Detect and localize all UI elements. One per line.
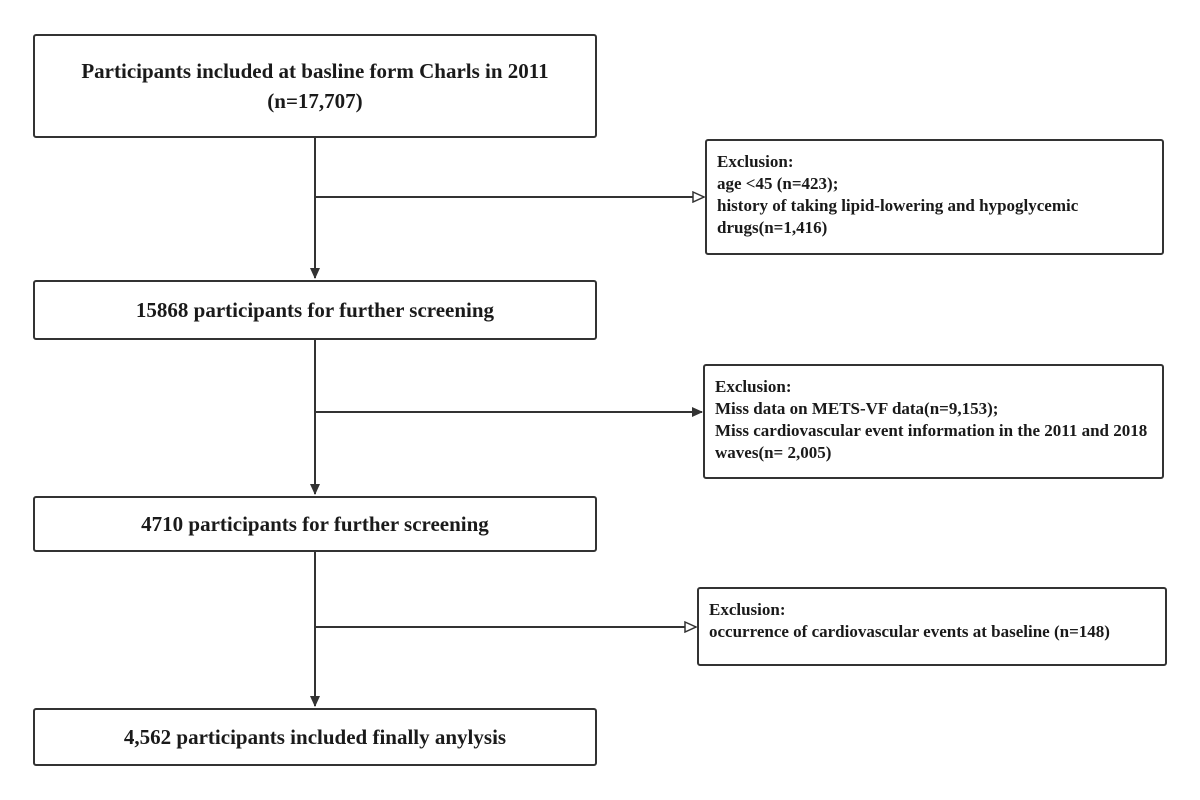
screening-box-1-label: 15868 participants for further screening: [135, 298, 495, 322]
baseline-box-count: (n=17,707): [267, 89, 363, 113]
baseline-box: Participants included at basline form Ch…: [33, 34, 597, 138]
exclusion-box-1: Exclusion: age <45 (n=423); history of t…: [705, 139, 1164, 255]
screening-box-2: 4710 participants for further screening: [33, 496, 597, 552]
exclusion-box-2: Exclusion: Miss data on METS-VF data(n=9…: [703, 364, 1164, 479]
exclusion-2-item-cardiovascular: Miss cardiovascular event information in…: [715, 421, 1148, 462]
exclusion-1-item-drugs: history of taking lipid-lowering and hyp…: [717, 196, 1079, 237]
exclusion-2-heading: Exclusion:: [715, 377, 792, 396]
baseline-box-title: Participants included at basline form Ch…: [81, 59, 549, 83]
exclusion-3-item-baseline-events: occurrence of cardiovascular events at b…: [709, 622, 1110, 641]
final-analysis-box: 4,562 participants included finally anyl…: [33, 708, 597, 766]
exclusion-box-3: Exclusion: occurrence of cardiovascular …: [697, 587, 1167, 666]
exclusion-2-item-mets-vf: Miss data on METS-VF data(n=9,153);: [715, 399, 999, 418]
exclusion-3-heading: Exclusion:: [709, 600, 786, 619]
exclusion-1-heading: Exclusion:: [717, 152, 794, 171]
screening-box-1: 15868 participants for further screening: [33, 280, 597, 340]
final-analysis-box-label: 4,562 participants included finally anyl…: [123, 725, 507, 749]
exclusion-1-item-age: age <45 (n=423);: [717, 174, 839, 193]
screening-box-2-label: 4710 participants for further screening: [141, 512, 489, 536]
